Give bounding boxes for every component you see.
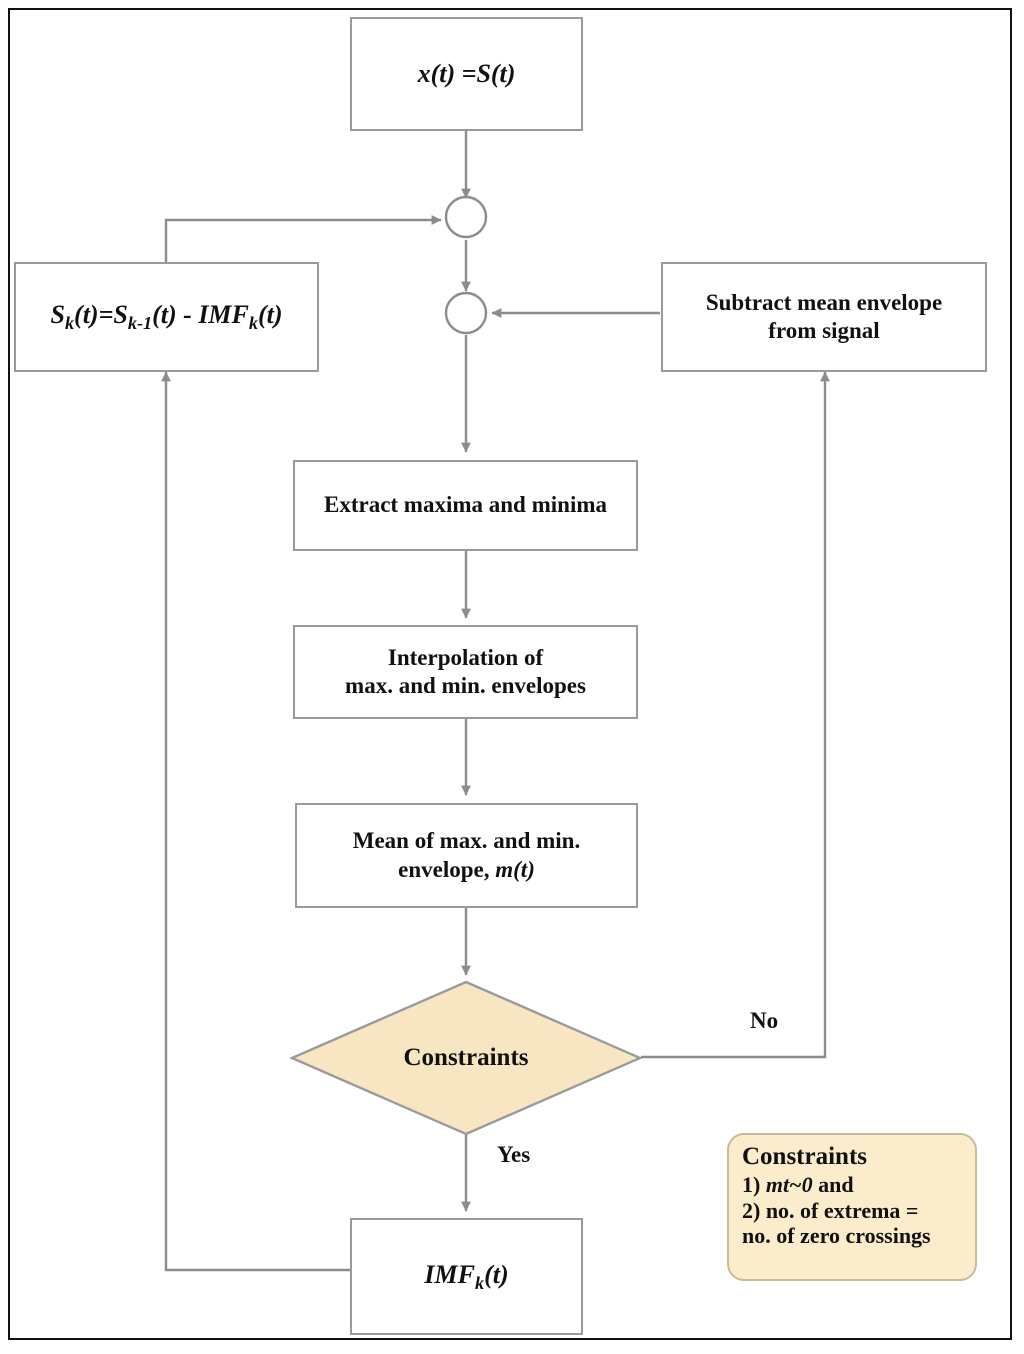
edge-label-yes: Yes: [497, 1142, 531, 1167]
node-interpolate-line-2: max. and min. envelopes: [345, 673, 586, 698]
constraints-decision-shape: [289, 980, 643, 1136]
edge-label-no: No: [750, 1008, 779, 1033]
edge-residual-to-junction1: [164, 215, 442, 262]
legend-line-1: 1) mt~0 and: [742, 1172, 854, 1197]
node-interpolate-envelopes[interactable]: Interpolation of max. and min. envelopes: [293, 625, 638, 719]
node-constraints-decision-label[interactable]: Constraints: [292, 1030, 640, 1086]
node-input-signal[interactable]: x(t) =S(t): [350, 17, 583, 131]
node-residual-update-label: Sk(t)=Sk-1(t) - IMFk(t): [50, 300, 283, 334]
node-subtract-line-2: from signal: [768, 318, 880, 343]
node-mean-line-1: Mean of max. and min.: [352, 828, 581, 854]
node-interpolate-line-1: Interpolation of: [387, 644, 544, 670]
node-imf-output-label: IMFk(t): [424, 1259, 509, 1293]
decision-label: Constraints: [403, 1043, 529, 1071]
node-mean-line-2: envelope, m(t): [398, 856, 535, 882]
sum-junction-bottom: [444, 291, 488, 335]
node-residual-update[interactable]: Sk(t)=Sk-1(t) - IMFk(t): [14, 262, 319, 372]
node-subtract-mean-envelope[interactable]: Subtract mean envelope from signal: [661, 262, 987, 372]
sum-junction-top: [444, 195, 488, 239]
legend-line-2: 2) no. of extrema =: [742, 1197, 919, 1223]
node-extract-extrema-label: Extract maxima and minima: [323, 492, 607, 518]
node-extract-extrema[interactable]: Extract maxima and minima: [293, 460, 638, 551]
edge-decision-no-to-subtract: [641, 371, 830, 1059]
node-mean-envelope[interactable]: Mean of max. and min. envelope, m(t): [295, 803, 638, 908]
constraints-legend: Constraints 1) mt~0 and 2) no. of extrem…: [727, 1133, 977, 1281]
node-imf-output[interactable]: IMFk(t): [350, 1218, 583, 1335]
node-input-signal-label: x(t) =S(t): [417, 59, 516, 89]
legend-line-3: no. of zero crossings: [742, 1223, 931, 1249]
edge-imf-to-residual: [161, 371, 350, 1272]
node-subtract-line-1: Subtract mean envelope: [705, 289, 943, 315]
legend-title: Constraints: [742, 1143, 868, 1170]
